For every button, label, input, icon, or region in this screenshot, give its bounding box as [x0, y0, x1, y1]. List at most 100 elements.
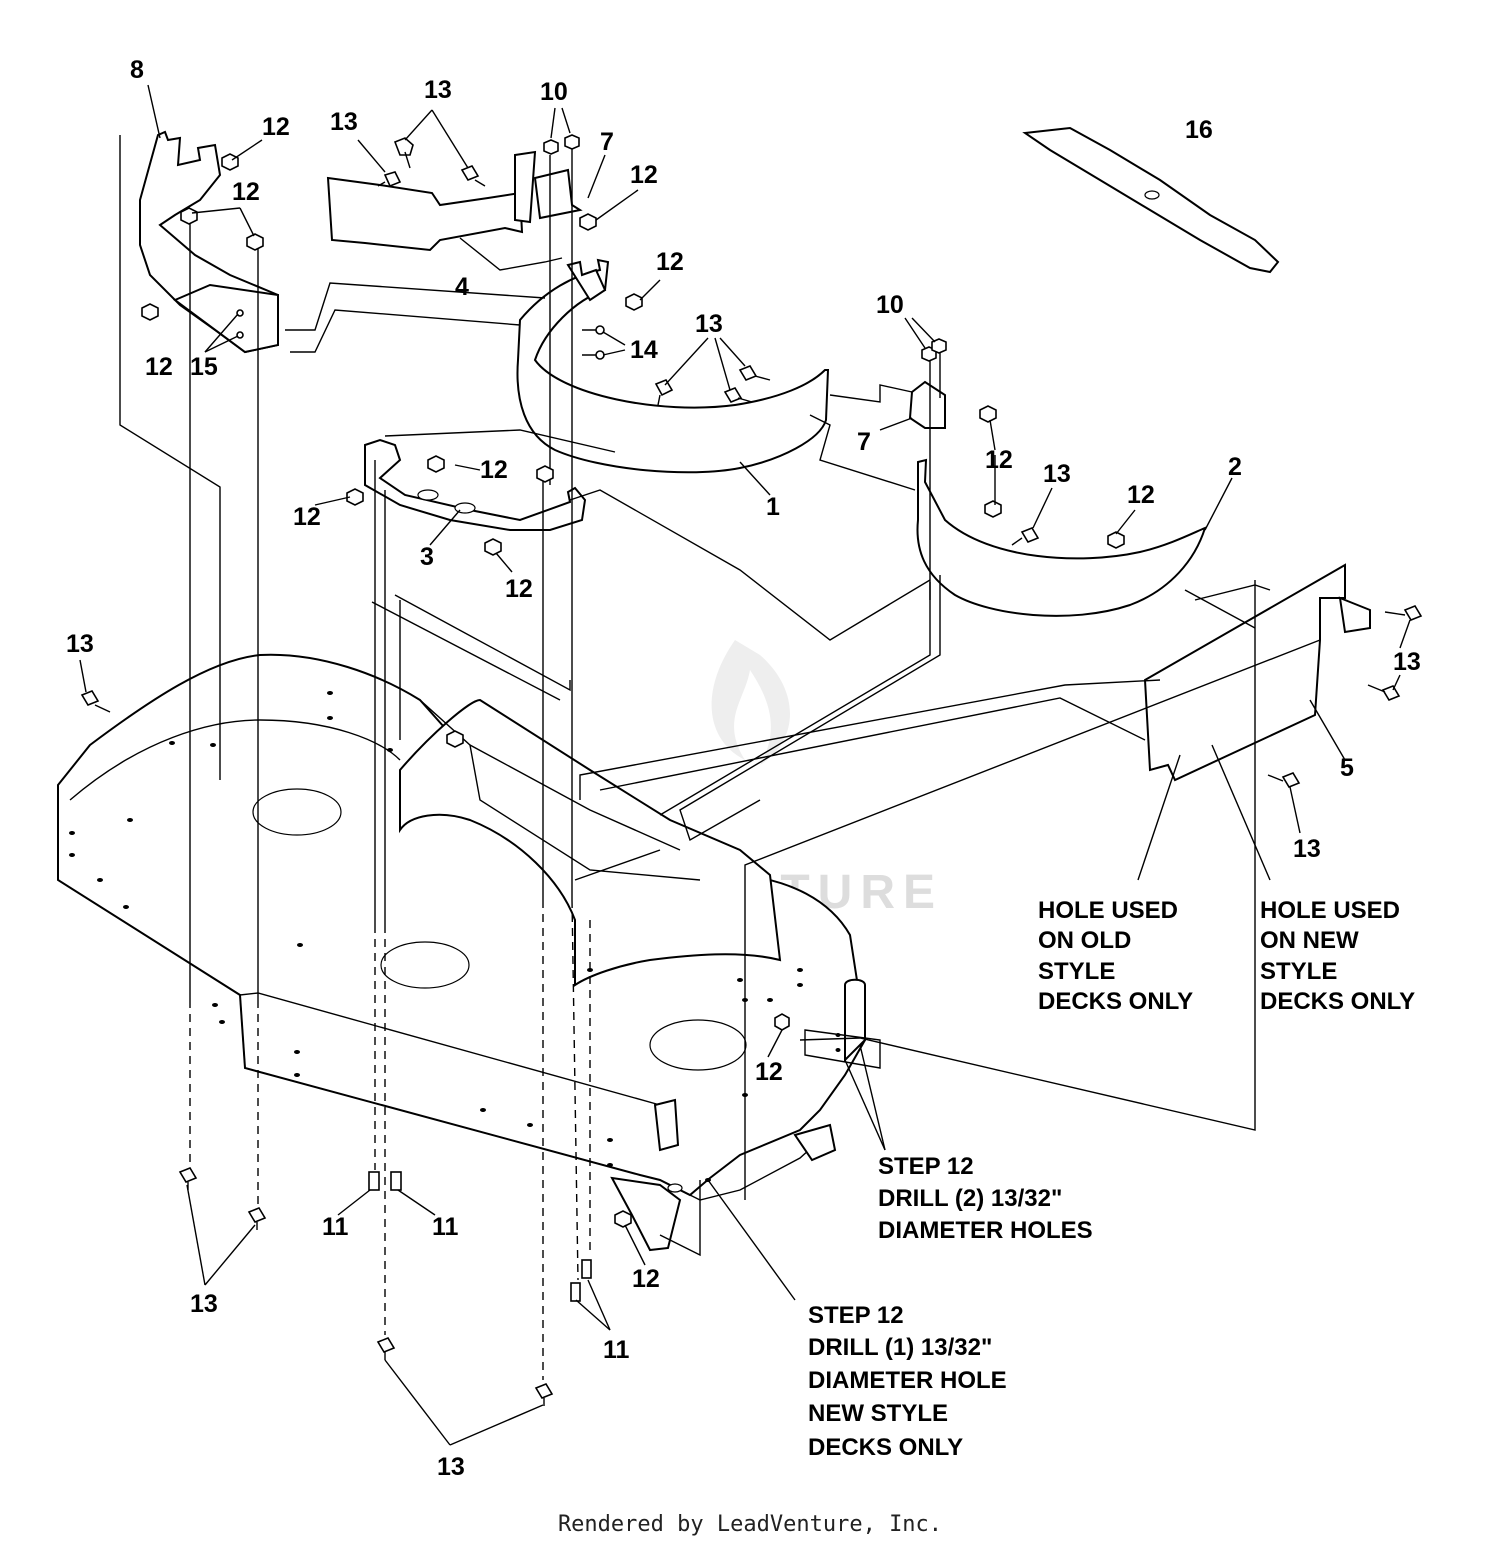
callout-13: 13: [190, 1290, 218, 1318]
nut: [536, 465, 554, 483]
callout-11: 11: [432, 1213, 459, 1241]
nut: [1107, 531, 1125, 549]
svg-text:DIAMETER HOLE: DIAMETER HOLE: [808, 1367, 1007, 1394]
nut: [484, 538, 502, 556]
note-step12-two-holes: STEP 12 DRILL (2) 13/32" DIAMETER HOLES: [878, 1153, 1093, 1244]
part-3-bracket: [364, 438, 587, 531]
bolt: [247, 1207, 267, 1230]
callout-11: 11: [322, 1213, 349, 1241]
note-old-style-hole: HOLE USED ON OLD STYLE DECKS ONLY: [1038, 897, 1193, 1015]
callout-12: 12: [145, 353, 173, 381]
svg-text:STEP 12: STEP 12: [878, 1153, 974, 1180]
spindle-hole-right: [649, 1019, 747, 1071]
callout-12: 12: [262, 113, 290, 141]
callout-12: 12: [480, 456, 508, 484]
bolt: [1267, 772, 1301, 788]
part-8-baffle: [139, 130, 279, 354]
nut: [931, 338, 947, 354]
callout-2: 2: [1228, 453, 1242, 481]
svg-text:ON OLD: ON OLD: [1038, 927, 1131, 954]
callout-12: 12: [1127, 481, 1155, 509]
callout-13: 13: [437, 1453, 465, 1481]
callout-14: 14: [630, 336, 658, 364]
assembly-lines: [119, 135, 1321, 1380]
callout-11: 11: [603, 1336, 630, 1364]
bolt: [570, 1282, 581, 1302]
callout-4: 4: [455, 273, 469, 301]
callout-15: 15: [190, 353, 218, 381]
callout-13: 13: [66, 630, 94, 658]
svg-text:DECKS ONLY: DECKS ONLY: [808, 1434, 963, 1461]
callout-numbers: 8 13 13 12 12 12 10 7 12 16 4 12 14 15 1…: [66, 56, 1421, 1481]
callout-10: 10: [876, 291, 904, 319]
part-7-bracket-right: [908, 380, 946, 429]
deck-holes: [69, 691, 841, 1193]
callout-13: 13: [1293, 835, 1321, 863]
svg-text:STYLE: STYLE: [1038, 958, 1115, 985]
svg-text:ON NEW: ON NEW: [1260, 927, 1359, 954]
nut: [346, 488, 364, 506]
part-16-blade: [1022, 126, 1280, 274]
bolt: [393, 137, 414, 169]
callout-7: 7: [600, 128, 614, 156]
svg-text:HOLE USED: HOLE USED: [1260, 897, 1400, 924]
bolt: [581, 1259, 592, 1279]
callout-12: 12: [632, 1265, 660, 1293]
svg-text:NEW STYLE: NEW STYLE: [808, 1400, 948, 1427]
callout-12: 12: [232, 178, 260, 206]
bolt: [1367, 684, 1401, 701]
callout-13: 13: [1393, 648, 1421, 676]
callout-16: 16: [1185, 116, 1213, 144]
callout-12: 12: [505, 575, 533, 603]
bolt: [654, 379, 674, 406]
note-new-style-hole: HOLE USED ON NEW STYLE DECKS ONLY: [1260, 897, 1415, 1015]
callout-12: 12: [656, 248, 684, 276]
bolt: [376, 1337, 396, 1360]
bolt: [390, 1171, 402, 1191]
nut: [427, 455, 445, 473]
svg-text:DRILL (2) 13/32": DRILL (2) 13/32": [878, 1185, 1062, 1212]
bolt: [582, 325, 605, 335]
bolt: [460, 165, 486, 187]
svg-text:DECKS ONLY: DECKS ONLY: [1038, 988, 1193, 1015]
part-1-baffle: [516, 258, 830, 474]
callout-leaders: [79, 84, 1411, 1446]
part-2-baffle: [916, 458, 1207, 617]
svg-text:DRILL (1) 13/32": DRILL (1) 13/32": [808, 1334, 992, 1361]
part-5-panel: [1143, 563, 1371, 782]
nut: [625, 293, 643, 311]
nut: [543, 139, 559, 155]
render-credit: Rendered by LeadVenture, Inc.: [557, 1512, 943, 1537]
nut: [614, 1210, 632, 1228]
nut: [141, 303, 159, 321]
nut: [246, 233, 264, 251]
callout-10: 10: [540, 78, 568, 106]
bolt: [1011, 527, 1040, 546]
callout-12: 12: [985, 446, 1013, 474]
bolt: [80, 690, 111, 713]
nut: [446, 730, 464, 748]
svg-text:STYLE: STYLE: [1260, 958, 1337, 985]
svg-text:DECKS ONLY: DECKS ONLY: [1260, 988, 1415, 1015]
callout-13: 13: [330, 108, 358, 136]
note-step12-one-hole: STEP 12 DRILL (1) 13/32" DIAMETER HOLE N…: [808, 1302, 1007, 1461]
part-7-bracket-top: [533, 168, 583, 220]
nut: [984, 500, 1002, 518]
bolt: [738, 365, 771, 381]
callout-8: 8: [130, 56, 144, 84]
nut: [221, 153, 239, 171]
callout-5: 5: [1340, 754, 1354, 782]
bolt: [723, 387, 753, 403]
callout-3: 3: [420, 543, 434, 571]
callout-13: 13: [695, 310, 723, 338]
callout-12: 12: [630, 161, 658, 189]
mower-deck: [57, 653, 867, 1252]
bolt: [1384, 605, 1423, 621]
nut: [979, 405, 997, 423]
callout-1: 1: [766, 493, 780, 521]
nut: [579, 213, 597, 231]
bolt: [377, 171, 402, 188]
callout-12: 12: [293, 503, 321, 531]
part-4-bracket: [326, 150, 537, 252]
